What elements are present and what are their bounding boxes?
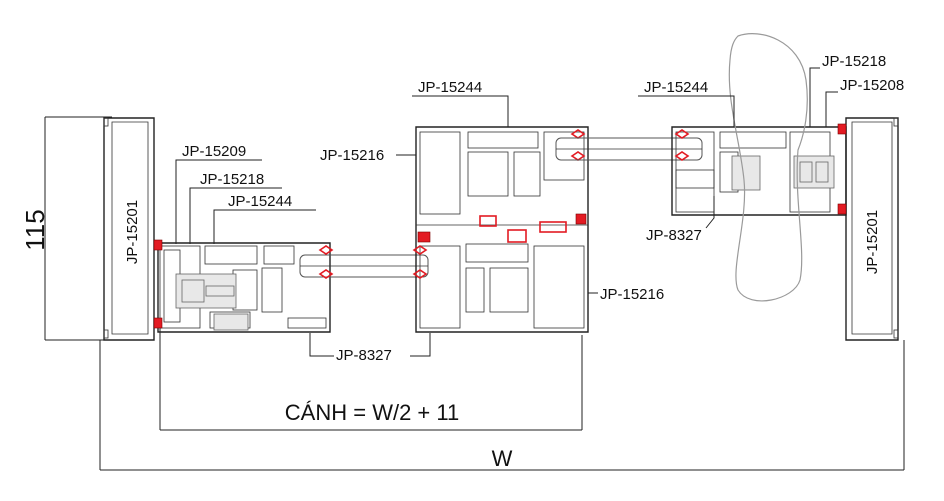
left-outer-frame: JP-15201 (103, 117, 155, 341)
label-left-gasket-bottom: JP-8327 (336, 347, 392, 364)
label-mullion-left: JP-15216 (320, 147, 384, 164)
sash-dimension-text: CÁNH = W/2 + 11 (285, 400, 459, 425)
left-frame-label: JP-15201 (124, 200, 141, 264)
label-mullion-right: JP-15216 (600, 286, 664, 303)
right-outer-frame: JP-15201 (845, 117, 899, 341)
width-dimension: W (99, 340, 905, 471)
label-left-sash-small: JP-15218 (200, 171, 264, 188)
central-mullion (412, 126, 703, 333)
width-dimension-text: W (492, 446, 513, 471)
label-right-gasket-bottom: JP-8327 (646, 227, 702, 244)
label-right-sash-main: JP-15244 (644, 79, 708, 96)
handle-mechanism (731, 155, 761, 191)
height-dimension: 115 (20, 116, 112, 341)
label-leaders: JP-15209 JP-15218 JP-15244 JP-8327 JP-15… (175, 53, 904, 364)
label-right-sash-small: JP-15218 (822, 53, 886, 70)
label-mullion-top: JP-15244 (418, 79, 482, 96)
handle-silhouette (728, 33, 808, 302)
label-left-glazing-bead: JP-15209 (182, 143, 246, 160)
right-sash-profile (671, 123, 847, 216)
right-frame-label: JP-15201 (864, 210, 881, 274)
label-right-glazing-bead: JP-15208 (840, 77, 904, 94)
label-left-sash-main: JP-15244 (228, 193, 292, 210)
left-sash-profile (153, 239, 429, 333)
sash-dimension: CÁNH = W/2 + 11 (159, 328, 583, 431)
height-dimension-text: 115 (20, 209, 50, 250)
